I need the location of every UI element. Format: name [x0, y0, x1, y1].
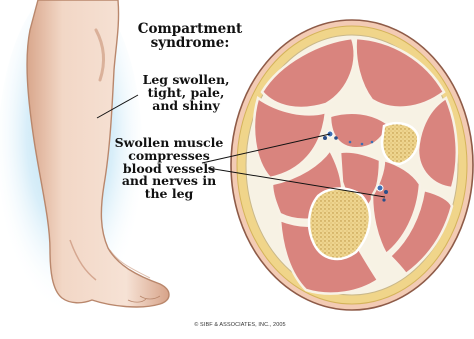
muscle-callout-line-5: the leg	[114, 188, 224, 201]
title-line-2: syndrome:	[134, 37, 246, 51]
copyright-notice: © SIBF & ASSOCIATES, INC., 2005	[170, 323, 310, 329]
leg-callout-label: Leg swollen, tight, pale, and shiny	[134, 74, 238, 112]
leg-callout-line-3: and shiny	[134, 100, 238, 113]
muscle-callout-label: Swollen muscle compresses blood vessels …	[114, 137, 224, 201]
title-label: Compartment syndrome:	[134, 23, 246, 51]
cross-section	[231, 20, 473, 310]
